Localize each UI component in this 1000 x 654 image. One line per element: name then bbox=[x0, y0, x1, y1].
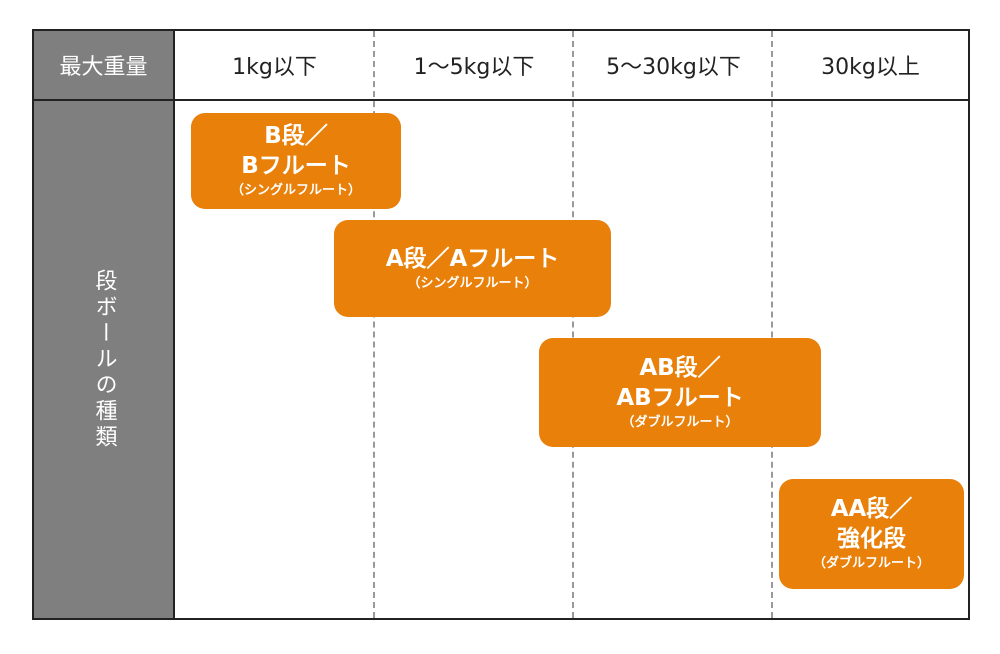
cardboard-type-row-header: 段ボールの種類 bbox=[34, 101, 175, 618]
column-header-over-30kg: 30kg以上 bbox=[821, 55, 920, 80]
ab-flute-title: AB段／ bbox=[639, 354, 721, 381]
b-flute-title: B段／ bbox=[264, 123, 328, 149]
b-flute-note: （シングルフルート） bbox=[230, 183, 361, 198]
ab-flute-note: （ダブルフルート） bbox=[621, 414, 739, 430]
aa-flute-subtitle: 強化段 bbox=[837, 526, 906, 552]
column-divider bbox=[572, 31, 574, 618]
a-flute-title: A段／Aフルート bbox=[385, 245, 560, 272]
b-flute-box: B段／ Bフルート （シングルフルート） bbox=[191, 113, 401, 209]
flute-type-table: 最大重量 1kg以下 1〜5kg以下 5〜30kg以下 30kg以上 段ボールの… bbox=[32, 29, 970, 620]
column-header-1-5kg: 1〜5kg以下 bbox=[413, 55, 535, 80]
column-divider bbox=[373, 31, 375, 618]
ab-flute-box: AB段／ ABフルート （ダブルフルート） bbox=[539, 338, 821, 447]
cardboard-type-label: 段ボールの種類 bbox=[91, 268, 117, 451]
a-flute-note: （シングルフルート） bbox=[407, 275, 538, 291]
column-header-5-30kg: 5〜30kg以下 bbox=[606, 55, 741, 80]
max-weight-header: 最大重量 bbox=[34, 31, 175, 99]
aa-flute-title: AA段／ bbox=[830, 496, 913, 522]
ab-flute-subtitle: ABフルート bbox=[616, 384, 744, 411]
column-header-under-1kg: 1kg以下 bbox=[232, 55, 317, 80]
b-flute-subtitle: Bフルート bbox=[241, 153, 351, 179]
header-row: 最大重量 1kg以下 1〜5kg以下 5〜30kg以下 30kg以上 bbox=[34, 31, 968, 101]
a-flute-box: A段／Aフルート （シングルフルート） bbox=[334, 220, 611, 317]
aa-flute-box: AA段／ 強化段 （ダブルフルート） bbox=[779, 479, 964, 589]
column-divider bbox=[771, 31, 773, 618]
aa-flute-note: （ダブルフルート） bbox=[812, 556, 930, 571]
